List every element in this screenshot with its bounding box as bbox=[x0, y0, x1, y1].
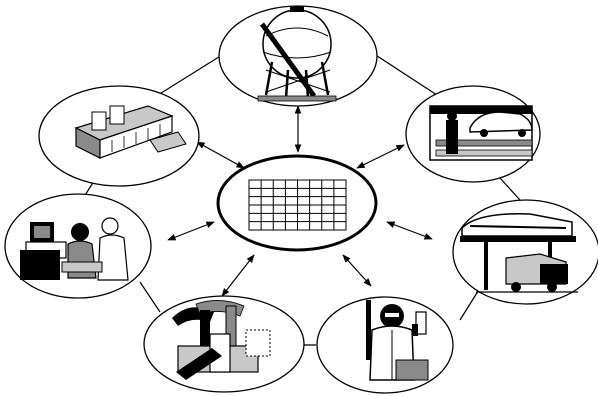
ring-line bbox=[139, 281, 161, 313]
ring-line bbox=[367, 49, 441, 98]
arrow-lower-left bbox=[221, 254, 255, 297]
arrow-upper-left bbox=[196, 141, 245, 169]
arrow-lower-right bbox=[342, 254, 372, 287]
ring-line bbox=[459, 287, 481, 321]
grid-table-icon bbox=[248, 179, 347, 231]
arrow-upper-right bbox=[356, 144, 405, 169]
hub bbox=[216, 154, 378, 252]
train-and-truck-terminal-icon bbox=[460, 213, 578, 293]
spherical-storage-tank-icon bbox=[257, 6, 337, 102]
arrow-right bbox=[386, 221, 433, 240]
ring-line bbox=[499, 177, 521, 201]
ring-line bbox=[157, 49, 231, 96]
arrow-left bbox=[167, 221, 215, 241]
computer-operator-workstation-icon bbox=[20, 217, 129, 281]
smokestack-factory-icon bbox=[172, 300, 271, 380]
spoke-arrows bbox=[167, 105, 433, 297]
industrial-plant-icon bbox=[74, 105, 187, 159]
lab-scientist-icon bbox=[366, 300, 429, 381]
car-assembly-line-icon bbox=[429, 105, 533, 161]
